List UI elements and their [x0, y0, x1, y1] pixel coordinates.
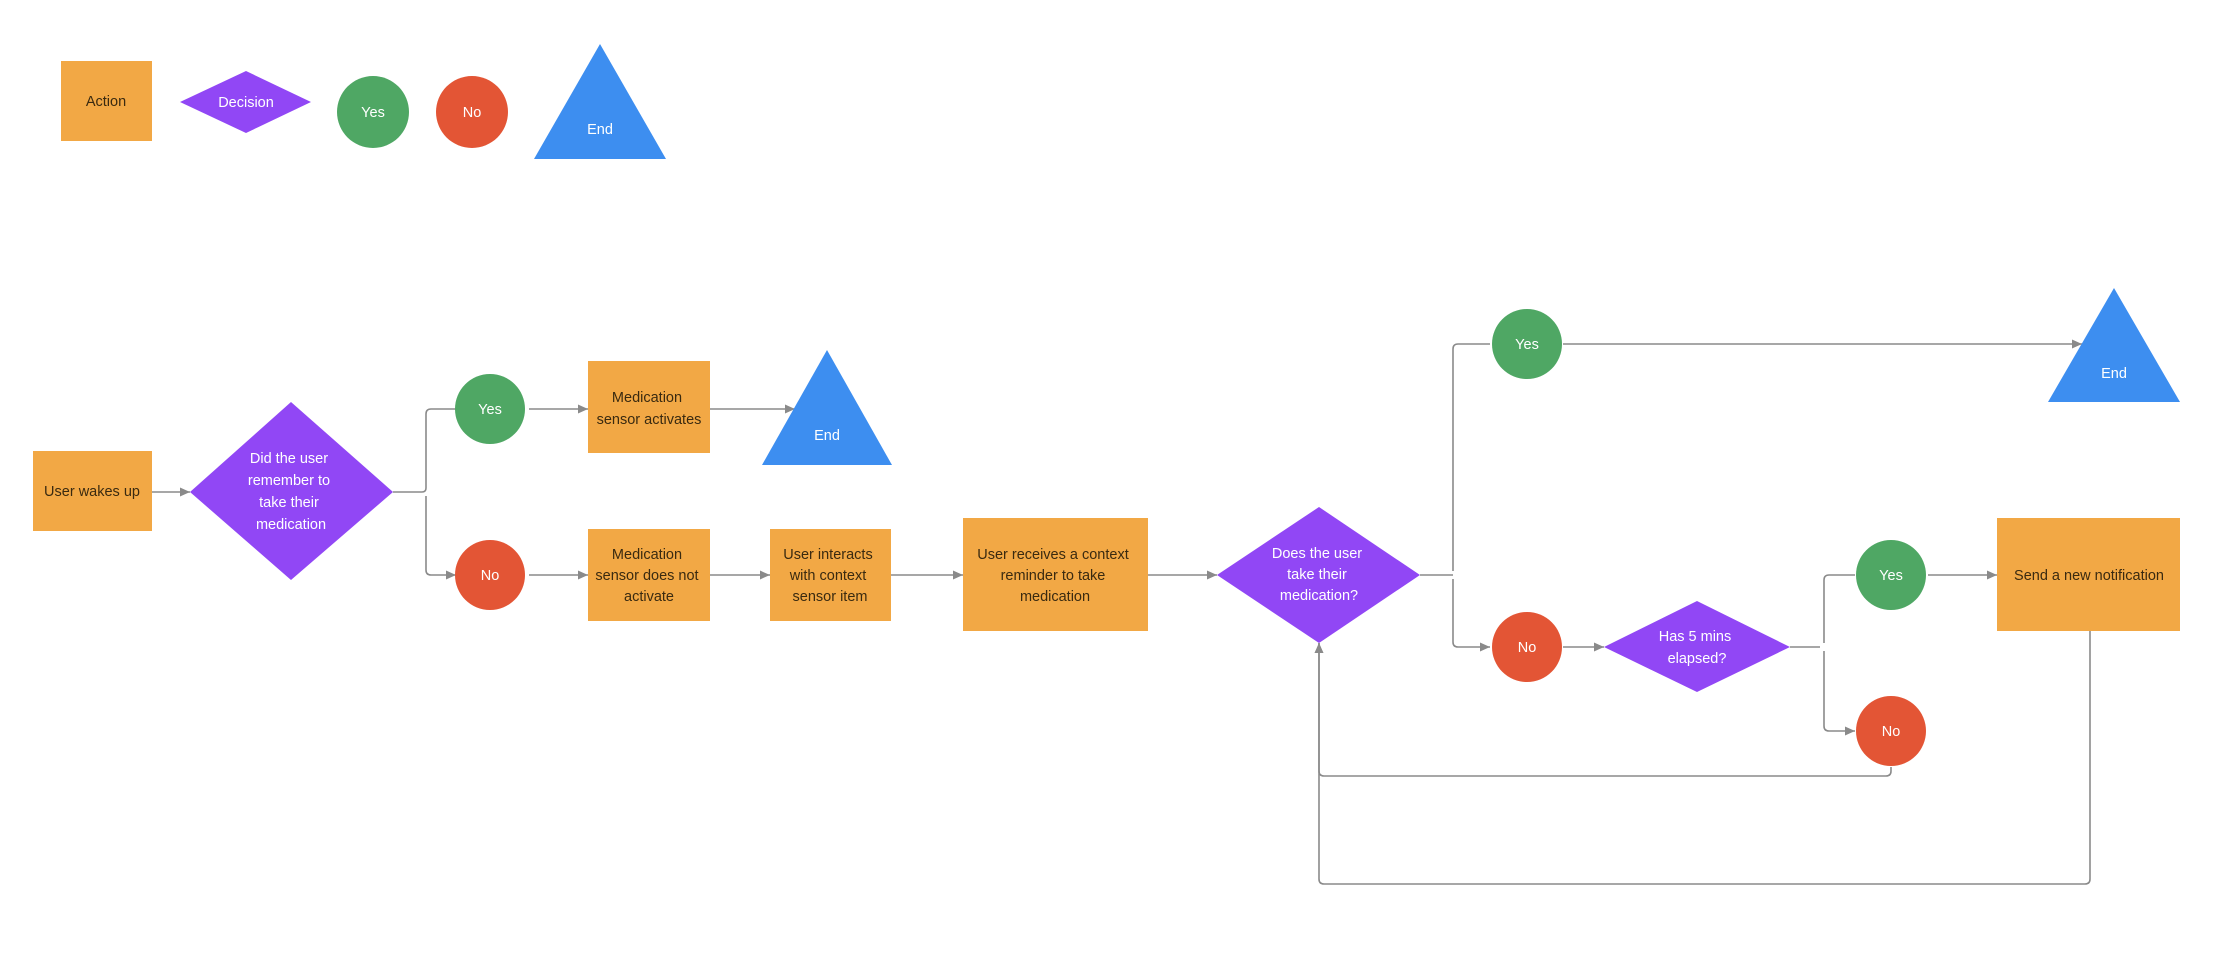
did-user-remember-line1: Did the user — [250, 451, 328, 467]
end-1-label: End — [814, 428, 840, 444]
node-sensor-activates: Medication sensor activates — [588, 361, 710, 453]
node-yes-2: Yes — [1492, 309, 1562, 379]
sensor-activates-line1: Medication — [612, 390, 682, 406]
yes-2-label: Yes — [1515, 337, 1539, 353]
legend-no-label: No — [463, 105, 482, 121]
user-interacts-line2: with context — [789, 568, 867, 584]
svg-text:Medication sensor activa: Medication sensor activates — [597, 390, 702, 428]
legend-decision: Decision — [180, 71, 311, 133]
edge-decision1-branch — [393, 408, 456, 575]
did-user-remember-line4: medication — [256, 517, 326, 533]
node-context-reminder: User receives a context reminder to take… — [963, 518, 1148, 631]
legend-action: Action — [61, 61, 152, 141]
no-3-label: No — [1882, 724, 1901, 740]
edge-decision2-branch — [1420, 343, 1490, 647]
svg-text:Does the user take their: Does the user take their medication? — [1272, 546, 1366, 604]
edge-notification-loop-back — [1314, 631, 2091, 885]
user-interacts-line1: User interacts — [783, 547, 872, 563]
legend-yes-label: Yes — [361, 105, 385, 121]
node-yes-3: Yes — [1856, 540, 1926, 610]
legend-end: End — [534, 44, 666, 159]
node-sensor-not-activate: Medication sensor does not activate — [588, 529, 710, 621]
context-reminder-line3: medication — [1020, 589, 1090, 605]
connectors — [152, 339, 2091, 885]
context-reminder-line1: User receives a context — [977, 547, 1129, 563]
yes-1-label: Yes — [478, 402, 502, 418]
user-wakes-up-label: User wakes up — [44, 484, 140, 500]
node-user-wakes-up: User wakes up — [33, 451, 152, 531]
did-user-remember-line3: take their — [259, 495, 319, 511]
does-user-take-line3: medication? — [1280, 588, 1358, 604]
five-mins-line1: Has 5 mins — [1659, 629, 1732, 645]
no-1-label: No — [481, 568, 500, 584]
sensor-activates-line2: sensor activates — [597, 412, 702, 428]
node-yes-1: Yes — [455, 374, 525, 444]
legend-no: No — [436, 76, 508, 148]
sensor-not-activate-line3: activate — [624, 589, 674, 605]
user-interacts-line3: sensor item — [793, 589, 868, 605]
decision-five-mins-elapsed: Has 5 mins elapsed? — [1604, 601, 1790, 692]
svg-text:Medication sensor does n: Medication sensor does not activate — [595, 547, 702, 605]
node-no-2: No — [1492, 612, 1562, 682]
decision-does-user-take: Does the user take their medication? — [1217, 507, 1420, 643]
no-2-label: No — [1518, 640, 1537, 656]
yes-3-label: Yes — [1879, 568, 1903, 584]
legend-yes: Yes — [337, 76, 409, 148]
legend-end-label: End — [587, 122, 613, 138]
edge-five-mins-branch — [1790, 574, 1855, 731]
does-user-take-line2: take their — [1287, 567, 1347, 583]
sensor-not-activate-line2: sensor does not — [595, 568, 698, 584]
five-mins-line2: elapsed? — [1668, 651, 1727, 667]
svg-text:User interacts with cont: User interacts with context sensor item — [783, 547, 876, 605]
svg-text:Has 5 mins elapsed?: Has 5 mins elapsed? — [1659, 629, 1736, 667]
sensor-not-activate-line1: Medication — [612, 547, 682, 563]
node-send-notification: Send a new notification — [1997, 518, 2180, 631]
node-end-2: End — [2048, 288, 2180, 402]
legend-action-label: Action — [86, 94, 126, 110]
does-user-take-line1: Does the user — [1272, 546, 1362, 562]
context-reminder-line2: reminder to take — [1001, 568, 1106, 584]
decision-did-user-remember: Did the user remember to take their medi… — [190, 402, 393, 580]
node-user-interacts: User interacts with context sensor item — [770, 529, 891, 621]
end-2-label: End — [2101, 366, 2127, 382]
svg-text:Did the user remember to: Did the user remember to take their medi… — [248, 451, 334, 533]
svg-text:User receives a context: User receives a context reminder to take… — [977, 547, 1133, 605]
did-user-remember-line2: remember to — [248, 473, 330, 489]
send-notification-label: Send a new notification — [2014, 568, 2164, 584]
node-no-3: No — [1856, 696, 1926, 766]
node-end-1: End — [762, 350, 892, 465]
legend: Action Decision Yes No End — [61, 44, 666, 159]
node-no-1: No — [455, 540, 525, 610]
legend-decision-label: Decision — [218, 95, 274, 111]
edge-no3-loop-back — [1314, 643, 1892, 777]
